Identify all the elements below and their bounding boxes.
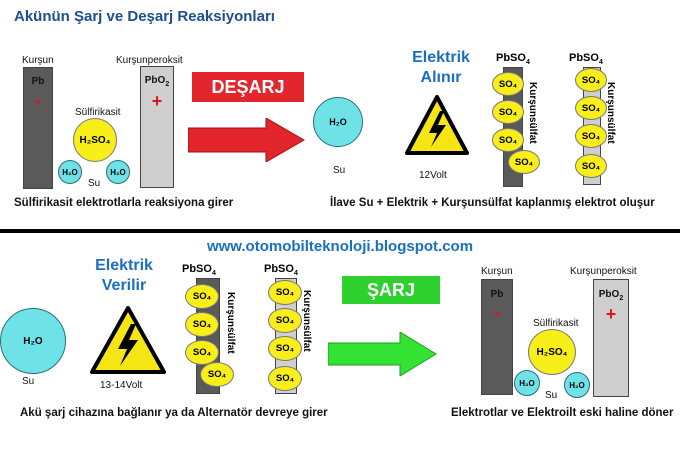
charge-arrow (328, 332, 437, 376)
desarj-badge: DEŞARJ (192, 72, 304, 102)
so4-ion: SO₄ (185, 284, 219, 309)
h2o-molecule: H₂O (58, 160, 82, 184)
acid-label: Sülfirikasit (75, 107, 121, 118)
h2o-molecule: H₂O (106, 160, 130, 184)
so4-ion: SO₄ (492, 72, 524, 96)
pbso4-label: PbSO4 (569, 52, 603, 67)
caption-top-right: İlave Su + Elektrik + Kurşunsülfat kapla… (330, 197, 655, 209)
pb-label: Pb (490, 289, 504, 300)
kursunsulfat-label: Kurşunsülfat (527, 82, 538, 144)
so4-ion: SO₄ (185, 312, 219, 337)
h2so4-molecule: H₂SO₄ (73, 118, 117, 162)
peroxide-label: Kurşunperoksit (570, 266, 637, 277)
pbso4-label: PbSO4 (496, 52, 530, 67)
plus-sign: + (151, 91, 163, 111)
pbso4-label: PbSO4 (182, 263, 216, 278)
so4-ion: SO₄ (268, 308, 302, 333)
pbo2-label: PbO2 (144, 75, 170, 88)
kursunsulfat-label: Kurşunsülfat (225, 292, 236, 354)
caption-bottom-left: Akü şarj cihazına bağlanır ya da Alterna… (20, 407, 328, 419)
h2so4-molecule: H₂SO₄ (528, 329, 576, 375)
so4-ion: SO₄ (268, 336, 302, 361)
high-voltage-warning-icon (405, 95, 469, 155)
h2o-molecule: H₂O (514, 370, 540, 396)
su-label: Su (333, 165, 346, 176)
lead-plate: Pb - (481, 279, 513, 395)
so4-ion: SO₄ (508, 150, 540, 174)
h2o-molecule: H₂O (564, 372, 590, 398)
peroxide-plate: PbO2 + (140, 66, 174, 188)
so4-ion: SO₄ (575, 96, 607, 120)
su-label: Su (88, 178, 101, 189)
voltage-label: 12Volt (419, 170, 447, 181)
so4-ion: SO₄ (575, 68, 607, 92)
so4-ion: SO₄ (268, 280, 302, 305)
acid-label: Sülfirikasit (533, 318, 579, 329)
so4-ion: SO₄ (268, 366, 302, 391)
pb-label: Pb (31, 76, 45, 87)
caption-bottom-right: Elektrotlar ve Elektroilt eski haline dö… (451, 407, 674, 419)
high-voltage-warning-icon (90, 306, 166, 374)
peroxide-plate: PbO2 + (593, 279, 629, 397)
su-label: Su (22, 376, 35, 387)
pbo2-label: PbO2 (598, 289, 624, 302)
page-title: Akünün Şarj ve Deşarj Reaksiyonları (14, 8, 275, 25)
blog-url: www.otomobilteknoloji.blogspot.com (206, 238, 474, 255)
so4-ion: SO₄ (575, 124, 607, 148)
caption-top-left: Sülfirikasit elektrotlarla reaksiyona gi… (14, 197, 234, 209)
discharge-arrow (188, 118, 305, 162)
minus-sign: - (493, 302, 501, 324)
so4-ion: SO₄ (575, 154, 607, 178)
lead-plate: Pb - (23, 67, 53, 189)
so4-ion: SO₄ (492, 100, 524, 124)
so4-ion: SO₄ (185, 340, 219, 365)
su-label: Su (545, 390, 558, 401)
kursunsulfat-label: Kurşunsülfat (301, 290, 312, 352)
voltage-label: 13-14Volt (100, 380, 143, 391)
so4-ion: SO₄ (492, 128, 524, 152)
minus-sign: - (34, 90, 42, 112)
plus-sign: + (605, 304, 617, 324)
kursunsulfat-label: Kurşunsülfat (605, 82, 616, 144)
sarj-badge: ŞARJ (342, 276, 440, 304)
pbso4-label: PbSO4 (264, 263, 298, 278)
section-divider (0, 229, 680, 233)
h2o-molecule-large: H₂O (0, 308, 66, 374)
lead-label: Kurşun (481, 266, 513, 277)
h2o-molecule-large: H₂O (313, 97, 363, 147)
lead-label: Kurşun (22, 55, 54, 66)
peroxide-label: Kurşunperoksit (116, 55, 183, 66)
so4-ion: SO₄ (200, 362, 234, 387)
